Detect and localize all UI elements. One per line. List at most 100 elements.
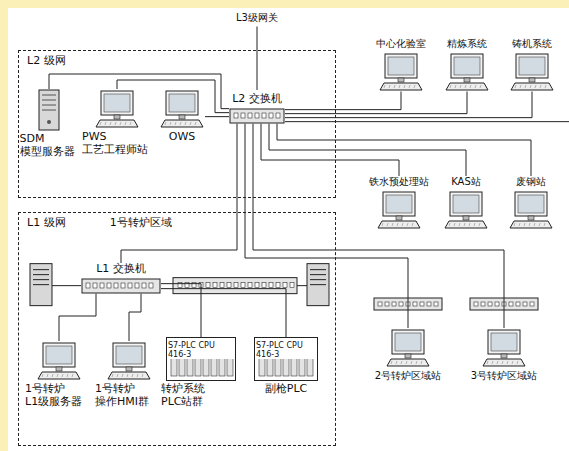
switch-port [220, 283, 224, 288]
switch-port [86, 283, 90, 288]
switch-port [269, 113, 273, 118]
device-node: SDM 模型服务器 [20, 89, 79, 158]
network-region: L2 级网SDM 模型服务器PWS 工艺工程师站OWSL2 交换机 [18, 50, 336, 198]
device-node: 铁水预处理站 [366, 176, 432, 230]
screen [169, 94, 195, 112]
stand [501, 354, 507, 358]
key [382, 223, 383, 226]
drive-slot [310, 274, 326, 275]
node-label: S7-PLC CPU 416-3 [167, 341, 235, 359]
drive-slot [33, 269, 49, 270]
key [407, 223, 408, 226]
switch-port [107, 283, 111, 288]
key [402, 223, 403, 226]
network-cable [59, 294, 96, 341]
monitor [488, 330, 520, 354]
key [464, 223, 465, 226]
key [512, 361, 513, 364]
stand [463, 216, 469, 220]
server-link [297, 285, 307, 286]
network-cable [205, 116, 229, 117]
network-cable [277, 124, 531, 176]
device-node: 废钢站 [505, 176, 557, 230]
key [409, 85, 410, 88]
device-node: 中心化验室 [372, 38, 430, 92]
node-label: PWS 工艺工程师站 [82, 131, 152, 156]
monitor [101, 91, 133, 115]
key [535, 85, 536, 88]
device-node: KAS站 [440, 176, 492, 230]
switch-port [481, 302, 485, 306]
switch-port [248, 113, 252, 118]
key [460, 85, 461, 88]
key [474, 223, 475, 226]
keyboard [96, 120, 138, 127]
node-label: S7-PLC CPU 416-3 [255, 341, 317, 359]
key [497, 361, 498, 364]
key [421, 361, 422, 364]
stand [398, 78, 404, 82]
plc-rack: S7-PLC CPU 416-3 [166, 337, 236, 381]
drive-slot [42, 105, 56, 106]
screen [104, 94, 130, 112]
key [62, 374, 63, 377]
device-node: 精炼系统 [438, 38, 496, 92]
key [514, 223, 515, 226]
network-cable [117, 80, 229, 113]
region-header: L2 级网 [19, 51, 335, 72]
monitor [43, 343, 75, 367]
switch-port [234, 113, 238, 118]
node-label: KAS站 [451, 176, 481, 188]
computer-icon [510, 52, 554, 92]
computer-icon [445, 52, 489, 92]
key [459, 223, 460, 226]
switch-port [121, 283, 125, 288]
stand [396, 216, 402, 220]
power-led [47, 120, 51, 124]
computer-icon [379, 52, 423, 92]
device-node: 1号转炉 L1级服务器 [25, 341, 93, 408]
monitor [392, 330, 424, 354]
stand [405, 354, 411, 358]
monitor [166, 91, 198, 115]
key [142, 374, 143, 377]
node-label: 转炉系统 PLC站群 [161, 383, 241, 408]
key [406, 361, 407, 364]
screen [491, 333, 517, 351]
key [399, 85, 400, 88]
region-header: L1 级网1号转炉区域 [19, 213, 335, 234]
switch-port [385, 302, 389, 306]
node-label: 3号转炉区域站 [471, 370, 537, 382]
node-label: L1 级网 [27, 217, 66, 230]
switch-port [413, 302, 417, 306]
key [487, 361, 488, 364]
node-label: 中心化验室 [376, 38, 426, 50]
node-label: 铁水预处理站 [369, 176, 429, 188]
node-label: 废钢站 [516, 176, 546, 188]
switch-port [488, 302, 492, 306]
key [117, 374, 118, 377]
computer-icon [377, 190, 421, 230]
node-label: 铸机系统 [512, 38, 552, 50]
switch-port [142, 283, 146, 288]
key [404, 85, 405, 88]
key [525, 85, 526, 88]
node-label: L1 交换机 [96, 263, 146, 276]
device-node: S7-PLC CPU 416-3副枪PLC [251, 337, 321, 396]
key [384, 85, 385, 88]
keyboard [38, 372, 80, 379]
key [515, 85, 516, 88]
key [449, 223, 450, 226]
switch-port [100, 283, 104, 288]
key [492, 361, 493, 364]
key [534, 223, 535, 226]
network-cable [269, 124, 466, 176]
device-node: S7-PLC CPU 416-3 转炉系统 PLC站群 [161, 337, 241, 408]
node-label: 精炼系统 [447, 38, 487, 50]
network-region: L1 级网1号转炉区域L1 交换机1号转炉 L1级服务器1号转炉 操作HMI群S… [18, 212, 336, 446]
switch-port [248, 283, 252, 288]
switch-body [230, 109, 284, 123]
key [67, 374, 68, 377]
keyboard [510, 221, 552, 228]
